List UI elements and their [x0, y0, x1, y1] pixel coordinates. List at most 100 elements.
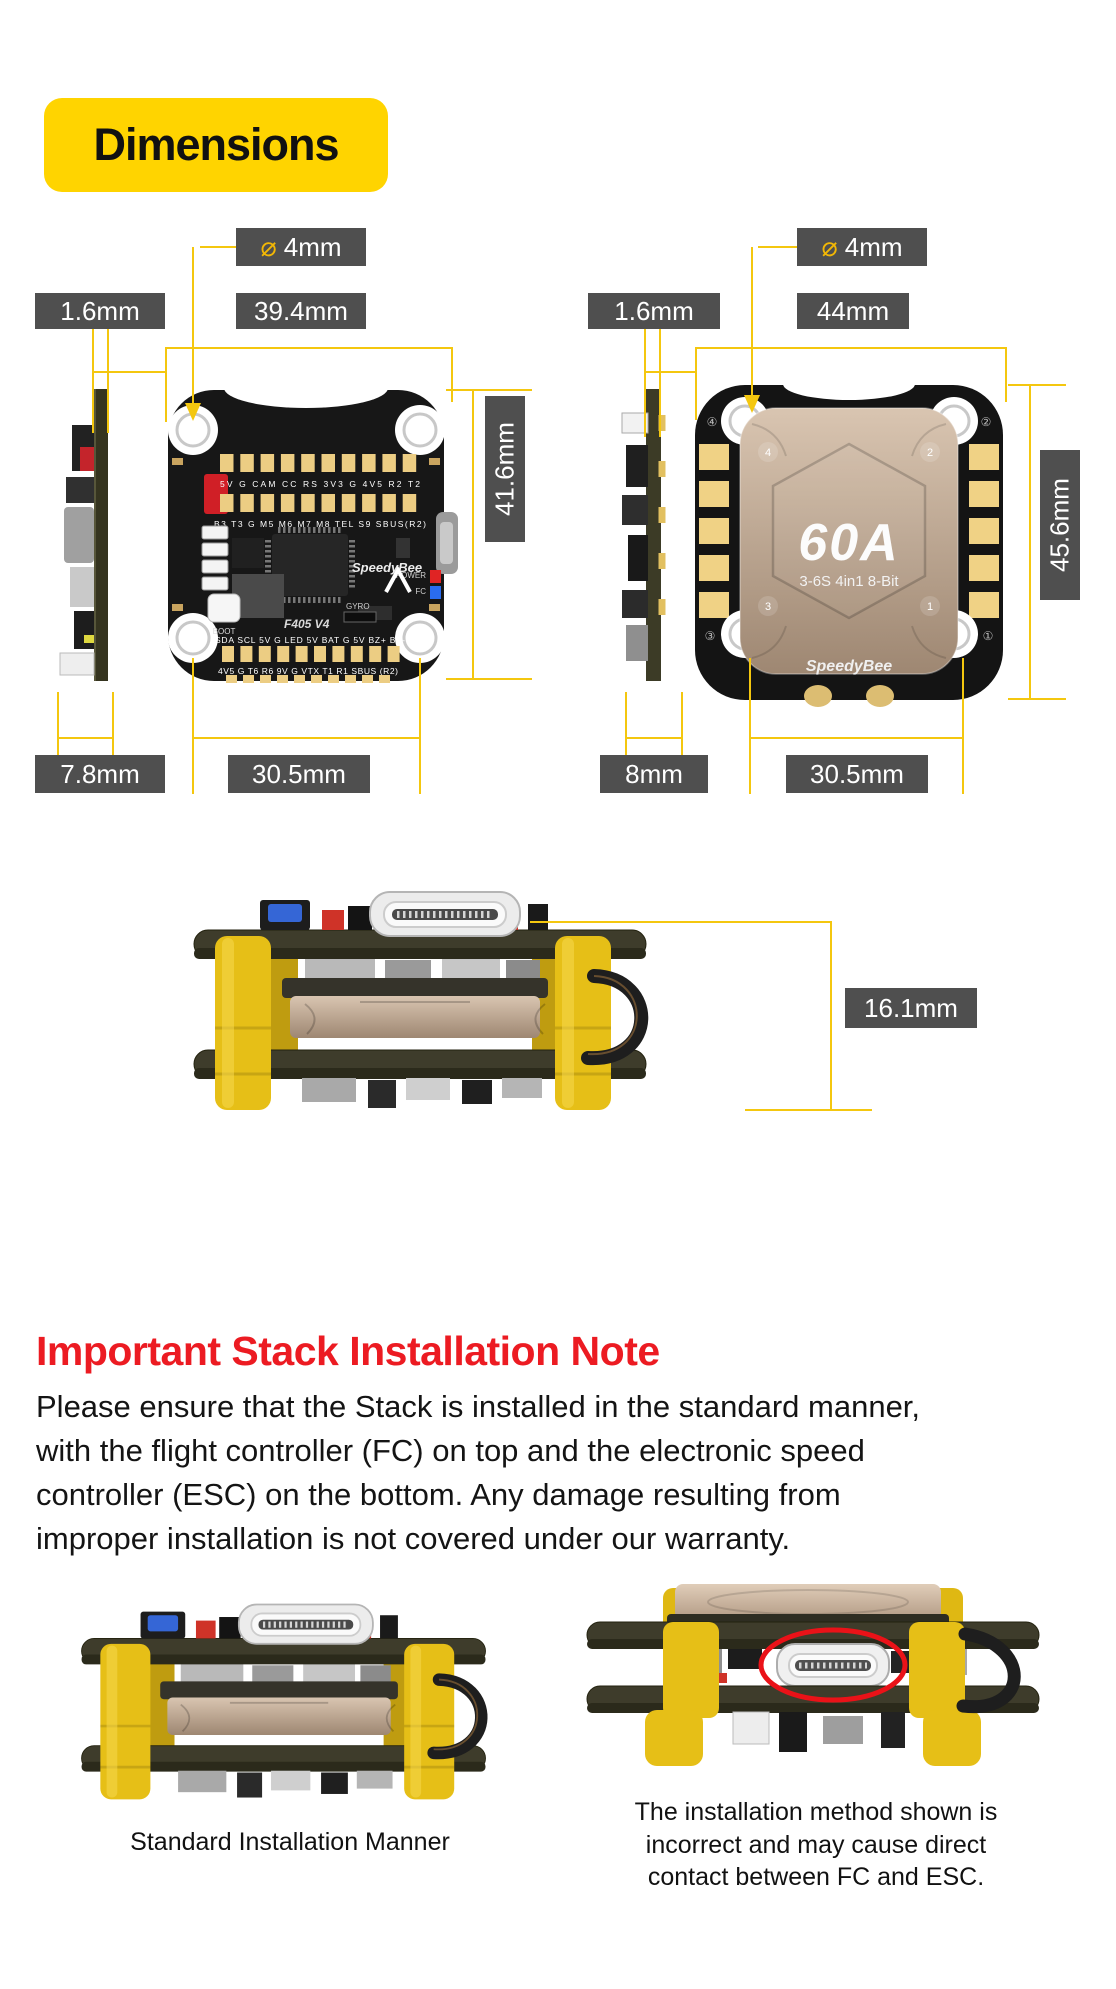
fc-front-view: 5V G CAM CC RS 3V3 G 4V5 R2 T2 B3 T3 G M… — [168, 368, 458, 683]
page-title: Dimensions — [44, 98, 388, 192]
fc-mount-holes — [168, 405, 445, 663]
svg-text:③: ③ — [705, 629, 716, 643]
esc-heatsink-numbers: 4 2 3 1 — [758, 442, 940, 616]
svg-text:④: ④ — [707, 415, 718, 429]
svg-text:3: 3 — [765, 601, 771, 613]
dim-line — [192, 658, 194, 794]
fc-gyro: GYRO — [343, 602, 377, 623]
fc-model-text: F405 V4 — [284, 617, 330, 631]
fc-brand-text: SpeedyBee — [352, 560, 422, 575]
esc-side-width-label: 8mm — [600, 755, 708, 793]
dim-line — [165, 347, 453, 349]
svg-text:BOOT: BOOT — [213, 627, 236, 636]
dim-arrow-down — [744, 395, 760, 413]
svg-text:5V G CAM CC RS 3V3 G 4V5 R2 T2: 5V G CAM CC RS 3V3 G 4V5 R2 T2 — [220, 479, 420, 489]
flipped-stack — [586, 1584, 1040, 1766]
stack-cable — [956, 1627, 1021, 1714]
dim-line — [200, 246, 236, 248]
esc-edge-pads — [699, 444, 999, 626]
dim-line — [625, 692, 627, 756]
esc-side-view — [621, 389, 666, 681]
svg-text:B3 T3 G M5 M6 M7 M8 TEL S9 SBU: B3 T3 G M5 M6 M7 M8 TEL S9 SBUS(R2) — [214, 519, 426, 529]
fc-side-view — [59, 389, 108, 681]
usb-c-connector-flipped — [776, 1643, 890, 1687]
fc-hole-diameter-label: ⌀4mm — [236, 228, 366, 266]
dim-line — [192, 737, 421, 739]
dim-line — [681, 692, 683, 756]
dim-line — [695, 347, 697, 420]
esc-pcb-numbers: ④ ② ③ ① — [705, 415, 994, 643]
dim-line — [625, 737, 683, 739]
standard-installation-figure — [78, 1592, 498, 1802]
stack-grommet-bottoms — [645, 1710, 981, 1766]
fc-thickness-label: 1.6mm — [35, 293, 165, 329]
svg-text:SDA SCL 5V G LED 5V BAT G 5V B: SDA SCL 5V G LED 5V BAT G 5V BZ+ BZ- — [215, 635, 405, 645]
dim-line — [644, 329, 646, 437]
dim-line — [165, 347, 167, 422]
svg-text:1: 1 — [927, 601, 933, 613]
svg-text:POWER: POWER — [396, 571, 426, 580]
svg-text:2: 2 — [927, 447, 933, 459]
dim-line — [192, 247, 194, 405]
esc-brand-text: SpeedyBee — [806, 658, 892, 675]
dim-line — [472, 390, 474, 680]
dim-line — [107, 329, 109, 433]
fc-pad-rows-bottom: SDA SCL 5V G LED 5V BAT G 5V BZ+ BZ- 4V5… — [215, 635, 405, 683]
esc-height-label: 45.6mm — [1040, 450, 1080, 600]
fc-small-components — [201, 525, 410, 620]
fc-height-label: 41.6mm — [485, 396, 525, 542]
dim-line — [659, 329, 661, 437]
esc-heatsink — [739, 407, 959, 675]
dim-line — [758, 246, 797, 248]
dim-line — [107, 371, 167, 373]
diameter-icon: ⌀ — [821, 231, 838, 262]
svg-text:4: 4 — [765, 447, 771, 459]
note-heading: Important Stack Installation Note — [36, 1328, 660, 1375]
dim-line — [644, 371, 661, 373]
dim-line — [92, 329, 94, 433]
dim-line — [419, 658, 421, 794]
esc-hole-diameter-label: ⌀4mm — [797, 228, 927, 266]
fc-pad-rows-top: 5V G CAM CC RS 3V3 G 4V5 R2 T2 B3 T3 G M… — [214, 454, 426, 529]
fc-width-label: 39.4mm — [236, 293, 366, 329]
dim-line — [749, 737, 964, 739]
dim-line — [112, 692, 114, 756]
dim-line — [659, 371, 697, 373]
dim-line — [451, 347, 453, 402]
esc-spec-text: 3-6S 4in1 8-Bit — [799, 573, 899, 590]
esc-width-label: 44mm — [797, 293, 909, 329]
dim-line — [695, 347, 1007, 349]
dim-line — [57, 737, 114, 739]
svg-text:GYRO: GYRO — [346, 602, 370, 611]
svg-text:4V5 G T6 R6 9V G VTX T1 R1 SBU: 4V5 G T6 R6 9V G VTX T1 R1 SBUS (R2) — [218, 666, 398, 676]
standard-installation-caption: Standard Installation Manner — [130, 1828, 450, 1856]
error-highlight-oval — [758, 1627, 908, 1703]
incorrect-installation-caption: The installation method shown is incorre… — [634, 1798, 998, 1891]
note-body: Please ensure that the Stack is installe… — [36, 1389, 921, 1557]
stack-side-view — [190, 878, 660, 1113]
orientation-arrow-icon — [384, 565, 412, 593]
esc-front-view: 60A 3-6S 4in1 8-Bit SpeedyBee 4 2 3 1 ④ … — [695, 368, 1003, 707]
dim-line — [830, 921, 832, 1111]
dim-line — [749, 658, 751, 794]
diameter-icon: ⌀ — [260, 231, 277, 262]
stack-height-label: 16.1mm — [845, 988, 977, 1028]
dim-line — [1005, 347, 1007, 402]
dim-line — [446, 678, 532, 680]
dim-line — [745, 1109, 872, 1111]
esc-heatsink-top — [667, 1584, 949, 1626]
dim-line — [57, 692, 59, 756]
esc-side-components — [621, 412, 649, 661]
fc-side-components — [59, 425, 95, 676]
dim-line — [1029, 385, 1031, 700]
esc-solder-tabs — [804, 685, 894, 707]
fc-side-width-label: 7.8mm — [35, 755, 165, 793]
incorrect-installation-figure — [586, 1584, 1040, 1766]
fc-status-leds: POWER FC — [384, 565, 441, 599]
esc-thickness-label: 1.6mm — [588, 293, 720, 329]
svg-text:①: ① — [983, 629, 994, 643]
dim-line — [530, 921, 832, 923]
dim-line — [1008, 698, 1066, 700]
esc-mount-spacing-label: 30.5mm — [786, 755, 928, 793]
